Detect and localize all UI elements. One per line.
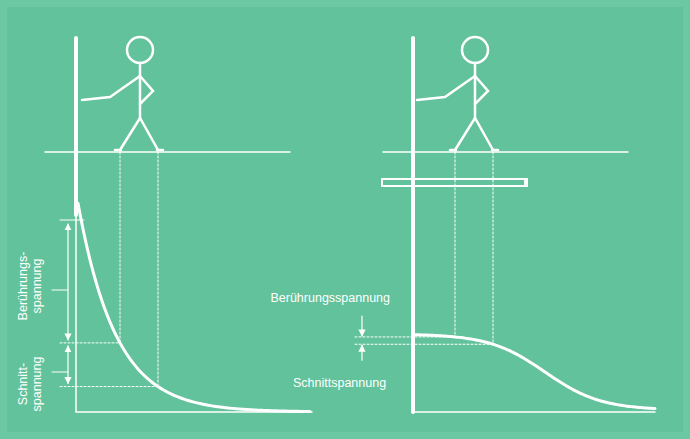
projection-line: [120, 152, 121, 343]
axis: [413, 411, 655, 413]
person-arm: [475, 76, 488, 104]
earth-strip-end: [524, 178, 528, 187]
person-body: [474, 63, 477, 118]
person-arm: [417, 76, 475, 100]
voltage-label: Schnittspannung: [293, 376, 386, 390]
panel: [7, 7, 683, 432]
person-foot: [492, 149, 498, 152]
person-body: [139, 63, 142, 118]
dimension-arrow: [67, 224, 68, 340]
person-legs: [455, 118, 493, 150]
projection-line: [158, 152, 159, 387]
voltage-label: Berührungs- spannung: [16, 249, 44, 323]
dimension-arrow: [361, 345, 362, 360]
voltage-label: Schnitt- spannung: [16, 353, 44, 415]
dimension-arrow: [361, 316, 362, 336]
ground-line: [383, 151, 628, 153]
rod-electrode: [411, 38, 415, 412]
projection-line: [455, 152, 456, 337]
ground-line: [45, 151, 290, 153]
potential-curve: [78, 203, 310, 411]
level-line: [60, 386, 158, 387]
person-head: [462, 37, 488, 63]
person-foot: [450, 149, 456, 152]
level-line: [355, 336, 455, 337]
level-line: [355, 344, 493, 345]
projection-line: [493, 152, 494, 344]
voltage-label: Berührungsspannung: [270, 291, 390, 305]
person-legs: [120, 118, 158, 150]
leader-line: [52, 372, 68, 373]
person-arm: [140, 76, 153, 104]
person-foot: [157, 149, 163, 152]
person-foot: [115, 149, 121, 152]
potential-curve: [415, 335, 655, 409]
person-head: [127, 37, 153, 63]
level-tick: [60, 220, 84, 221]
leader-line: [52, 290, 68, 291]
person-arm: [82, 76, 140, 100]
earth-strip: [382, 179, 526, 186]
dimension-arrow: [67, 346, 68, 384]
level-line: [60, 342, 120, 343]
